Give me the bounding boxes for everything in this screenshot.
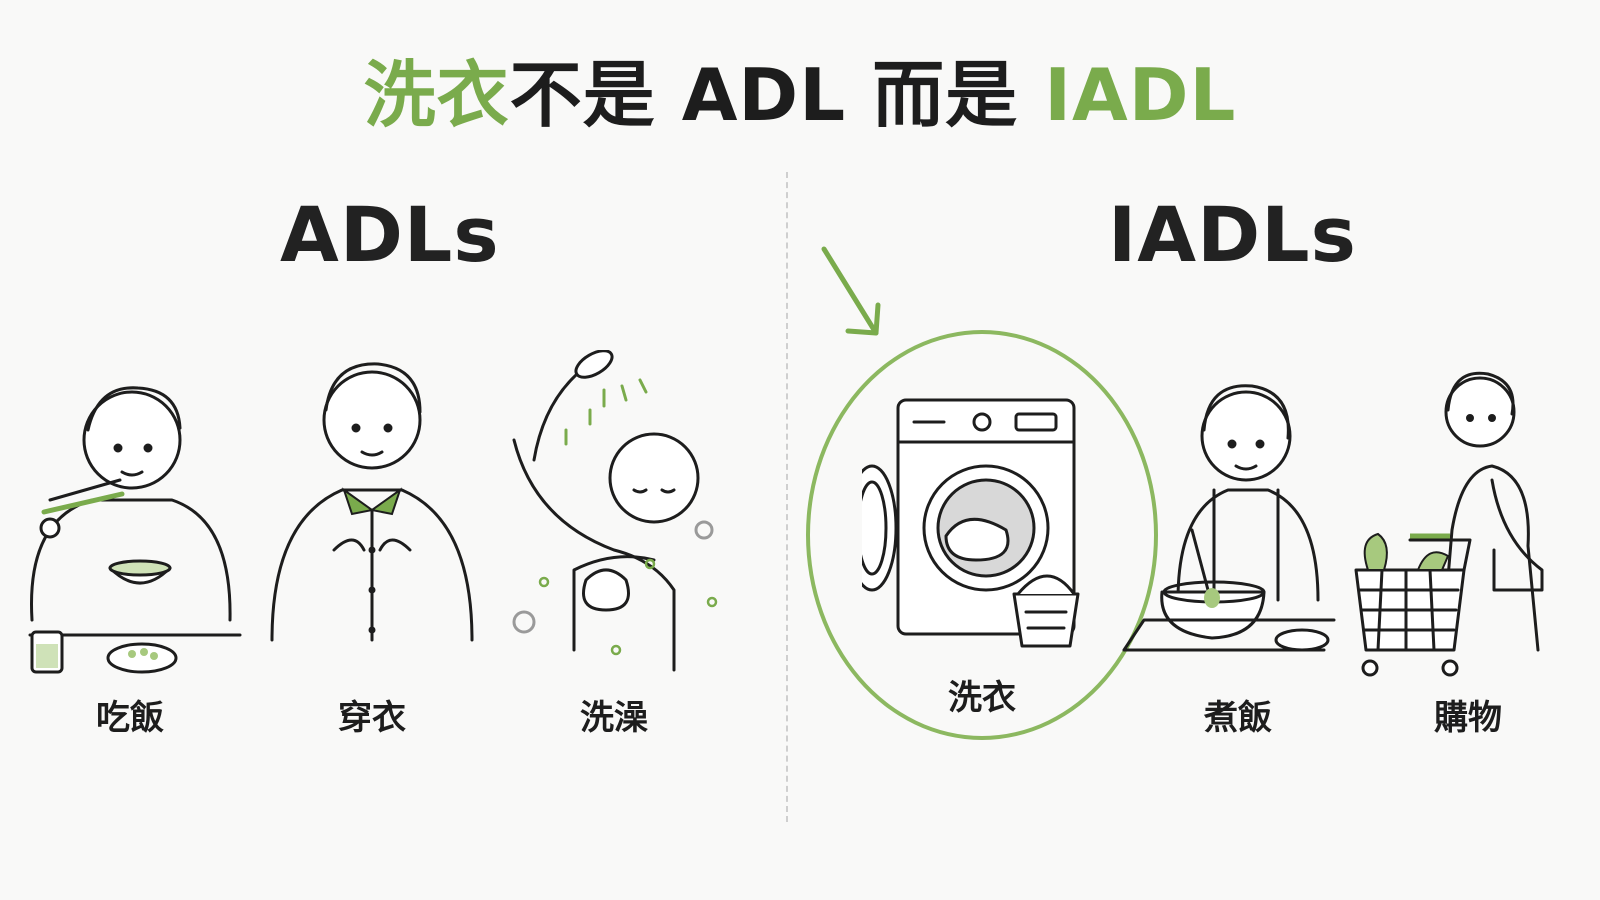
adl-item-eating: 吃飯 (10, 330, 250, 738)
iadl-label-cooking: 煮飯 (1204, 698, 1272, 738)
column-divider (786, 172, 788, 822)
adl-heading: ADLs (280, 190, 500, 279)
washing-machine-icon (862, 398, 1080, 648)
iadl-item-cooking: 煮飯 (1118, 330, 1358, 738)
iadl-item-laundry: 洗衣 (862, 330, 1102, 730)
iadl-label-shopping: 購物 (1434, 698, 1502, 738)
title-highlight-iadl: IADL (1044, 53, 1237, 137)
iadl-label-laundry: 洗衣 (948, 678, 1016, 718)
adl-label-dressing: 穿衣 (338, 698, 406, 738)
adl-item-showering: 洗澡 (494, 330, 734, 738)
iadl-item-shopping: 購物 (1348, 330, 1588, 738)
adl-item-dressing: 穿衣 (252, 330, 492, 738)
iadl-heading: IADLs (1108, 190, 1357, 279)
title-middle: 不是 ADL 而是 (509, 53, 1045, 137)
eating-person-icon (28, 386, 242, 674)
highlight-ellipse (806, 330, 1158, 740)
title-highlight-laundry: 洗衣 (363, 53, 510, 137)
adl-label-eating: 吃飯 (96, 698, 164, 738)
dressing-person-icon (270, 362, 474, 642)
shopping-person-icon (1354, 371, 1544, 677)
cooking-person-icon (1122, 384, 1336, 652)
highlight-arrow-icon (821, 246, 881, 336)
showering-person-icon (512, 350, 718, 672)
page-title: 洗衣不是 ADL 而是 IADL (0, 36, 1600, 141)
adl-label-showering: 洗澡 (580, 698, 648, 738)
